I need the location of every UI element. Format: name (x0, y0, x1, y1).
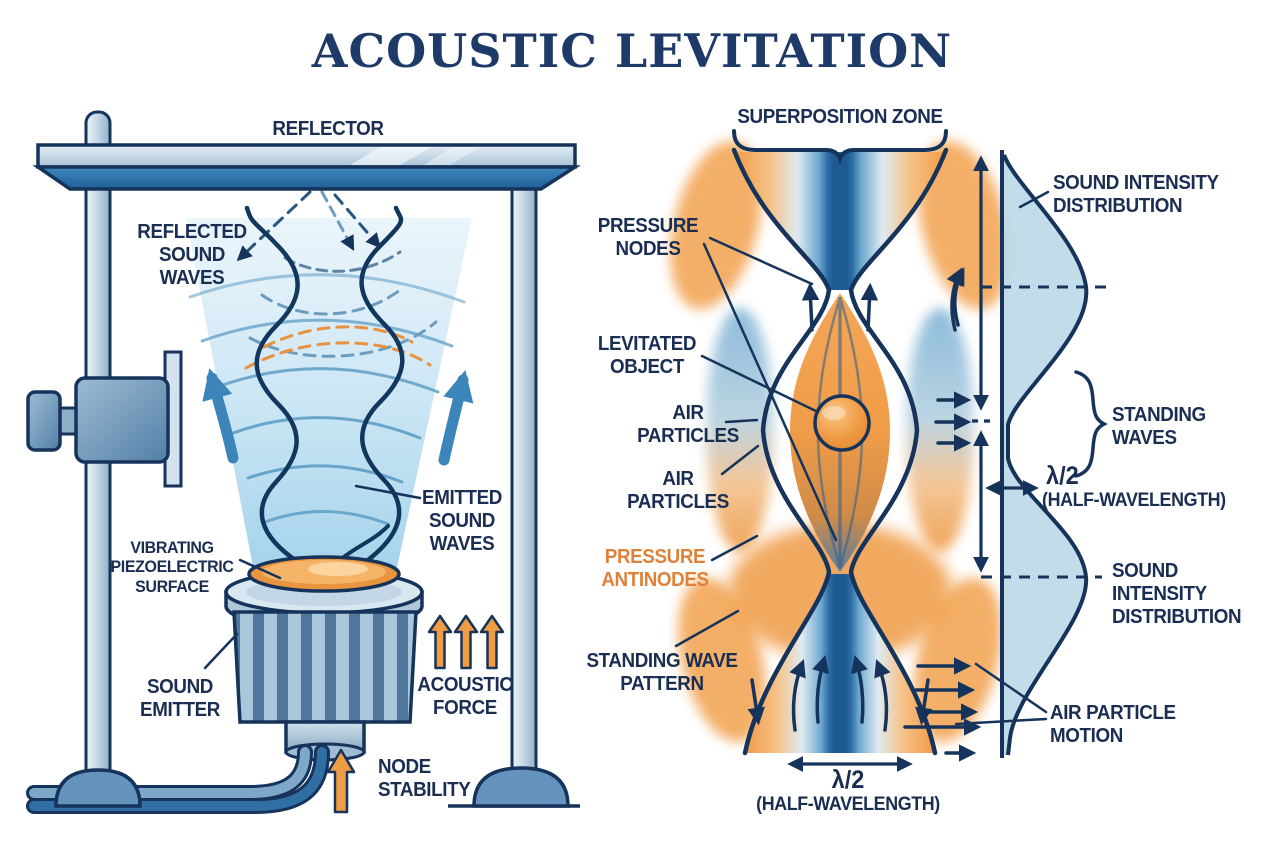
clamp (26, 350, 183, 488)
pointer-lines-intensity (954, 190, 1050, 726)
envelope-curves (731, 147, 949, 756)
label-reflector: REFLECTOR (272, 118, 384, 140)
standing-waves-brace (1074, 370, 1108, 478)
label-node-stability: NODE STABILITY (378, 756, 471, 802)
force-arrow-icon (453, 614, 479, 670)
label-vibrating-piezoelectric-surface: VIBRATING PIEZOELECTRIC SURFACE (110, 538, 234, 596)
label-sound-emitter: SOUND EMITTER (140, 676, 220, 722)
force-arrow-icon (427, 614, 453, 670)
label-acoustic-force: ACOUSTIC FORCE (417, 674, 513, 720)
label-half-wavelength-caption-bottom: (HALF-WAVELENGTH) (756, 794, 940, 815)
clamp-knob (26, 390, 62, 452)
pointer-lines-left (203, 484, 422, 670)
acoustic-force-arrows (326, 614, 505, 814)
stand-pole-right (510, 187, 538, 772)
page-title: ACOUSTIC LEVITATION (311, 24, 953, 78)
orange-dashed-waves (244, 325, 432, 370)
label-levitated-object: LEVITATED OBJECT (597, 333, 697, 379)
sound-cone (186, 218, 472, 572)
top-flare (734, 152, 946, 290)
air-particle-arrows (903, 657, 982, 762)
label-emitted-sound-waves: EMITTED SOUND WAVES (422, 487, 502, 556)
superposition-brace (732, 129, 948, 166)
standing-wave-figure (670, 129, 1010, 772)
reflected-rays (236, 190, 438, 358)
antinode-dashed-lines (981, 285, 1112, 579)
cables (26, 744, 330, 814)
label-half-wavelength-symbol-bottom: λ/2 (831, 766, 865, 794)
up-arrow-right-icon (438, 370, 474, 466)
up-arrow-left-icon (202, 368, 239, 464)
levitated-ball (813, 394, 871, 452)
label-pressure-antinodes: PRESSURE ANTINODES (601, 546, 709, 592)
label-sound-intensity-top: SOUND INTENSITY DISTRIBUTION (1053, 172, 1219, 218)
label-air-particles-lower: AIR PARTICLES (627, 468, 729, 514)
pointer-lines-right (674, 236, 838, 648)
node-stability-arrow-icon (326, 748, 356, 814)
emitter-fins (232, 610, 418, 724)
up-wave-arrows (202, 368, 474, 466)
label-standing-wave-pattern: STANDING WAVE PATTERN (586, 650, 738, 696)
intensity-panel (903, 150, 1112, 762)
intensity-curve (1002, 154, 1089, 756)
label-half-wavelength-caption-right: (HALF-WAVELENGTH) (1042, 490, 1226, 511)
stand-feet (54, 766, 570, 808)
label-air-particle-motion: AIR PARTICLE MOTION (1050, 702, 1176, 748)
reflector-plate (32, 143, 581, 191)
flow-arrows (747, 267, 972, 732)
dimension-lines (946, 155, 1039, 573)
sound-emitter-device (224, 555, 424, 762)
label-standing-waves: STANDING WAVES (1112, 404, 1206, 450)
force-arrow-icon (479, 614, 505, 670)
label-half-wavelength-symbol-right: λ/2 (1046, 462, 1079, 490)
label-superposition-zone: SUPERPOSITION ZONE (737, 106, 943, 128)
label-air-particles-upper: AIR PARTICLES (637, 402, 739, 448)
label-pressure-nodes: PRESSURE NODES (597, 215, 699, 261)
label-reflected-sound-waves: REFLECTED SOUND WAVES (137, 221, 247, 290)
label-sound-intensity-bottom: SOUND INTENSITY DISTRIBUTION (1112, 560, 1242, 629)
intensity-fill (1004, 155, 1087, 755)
